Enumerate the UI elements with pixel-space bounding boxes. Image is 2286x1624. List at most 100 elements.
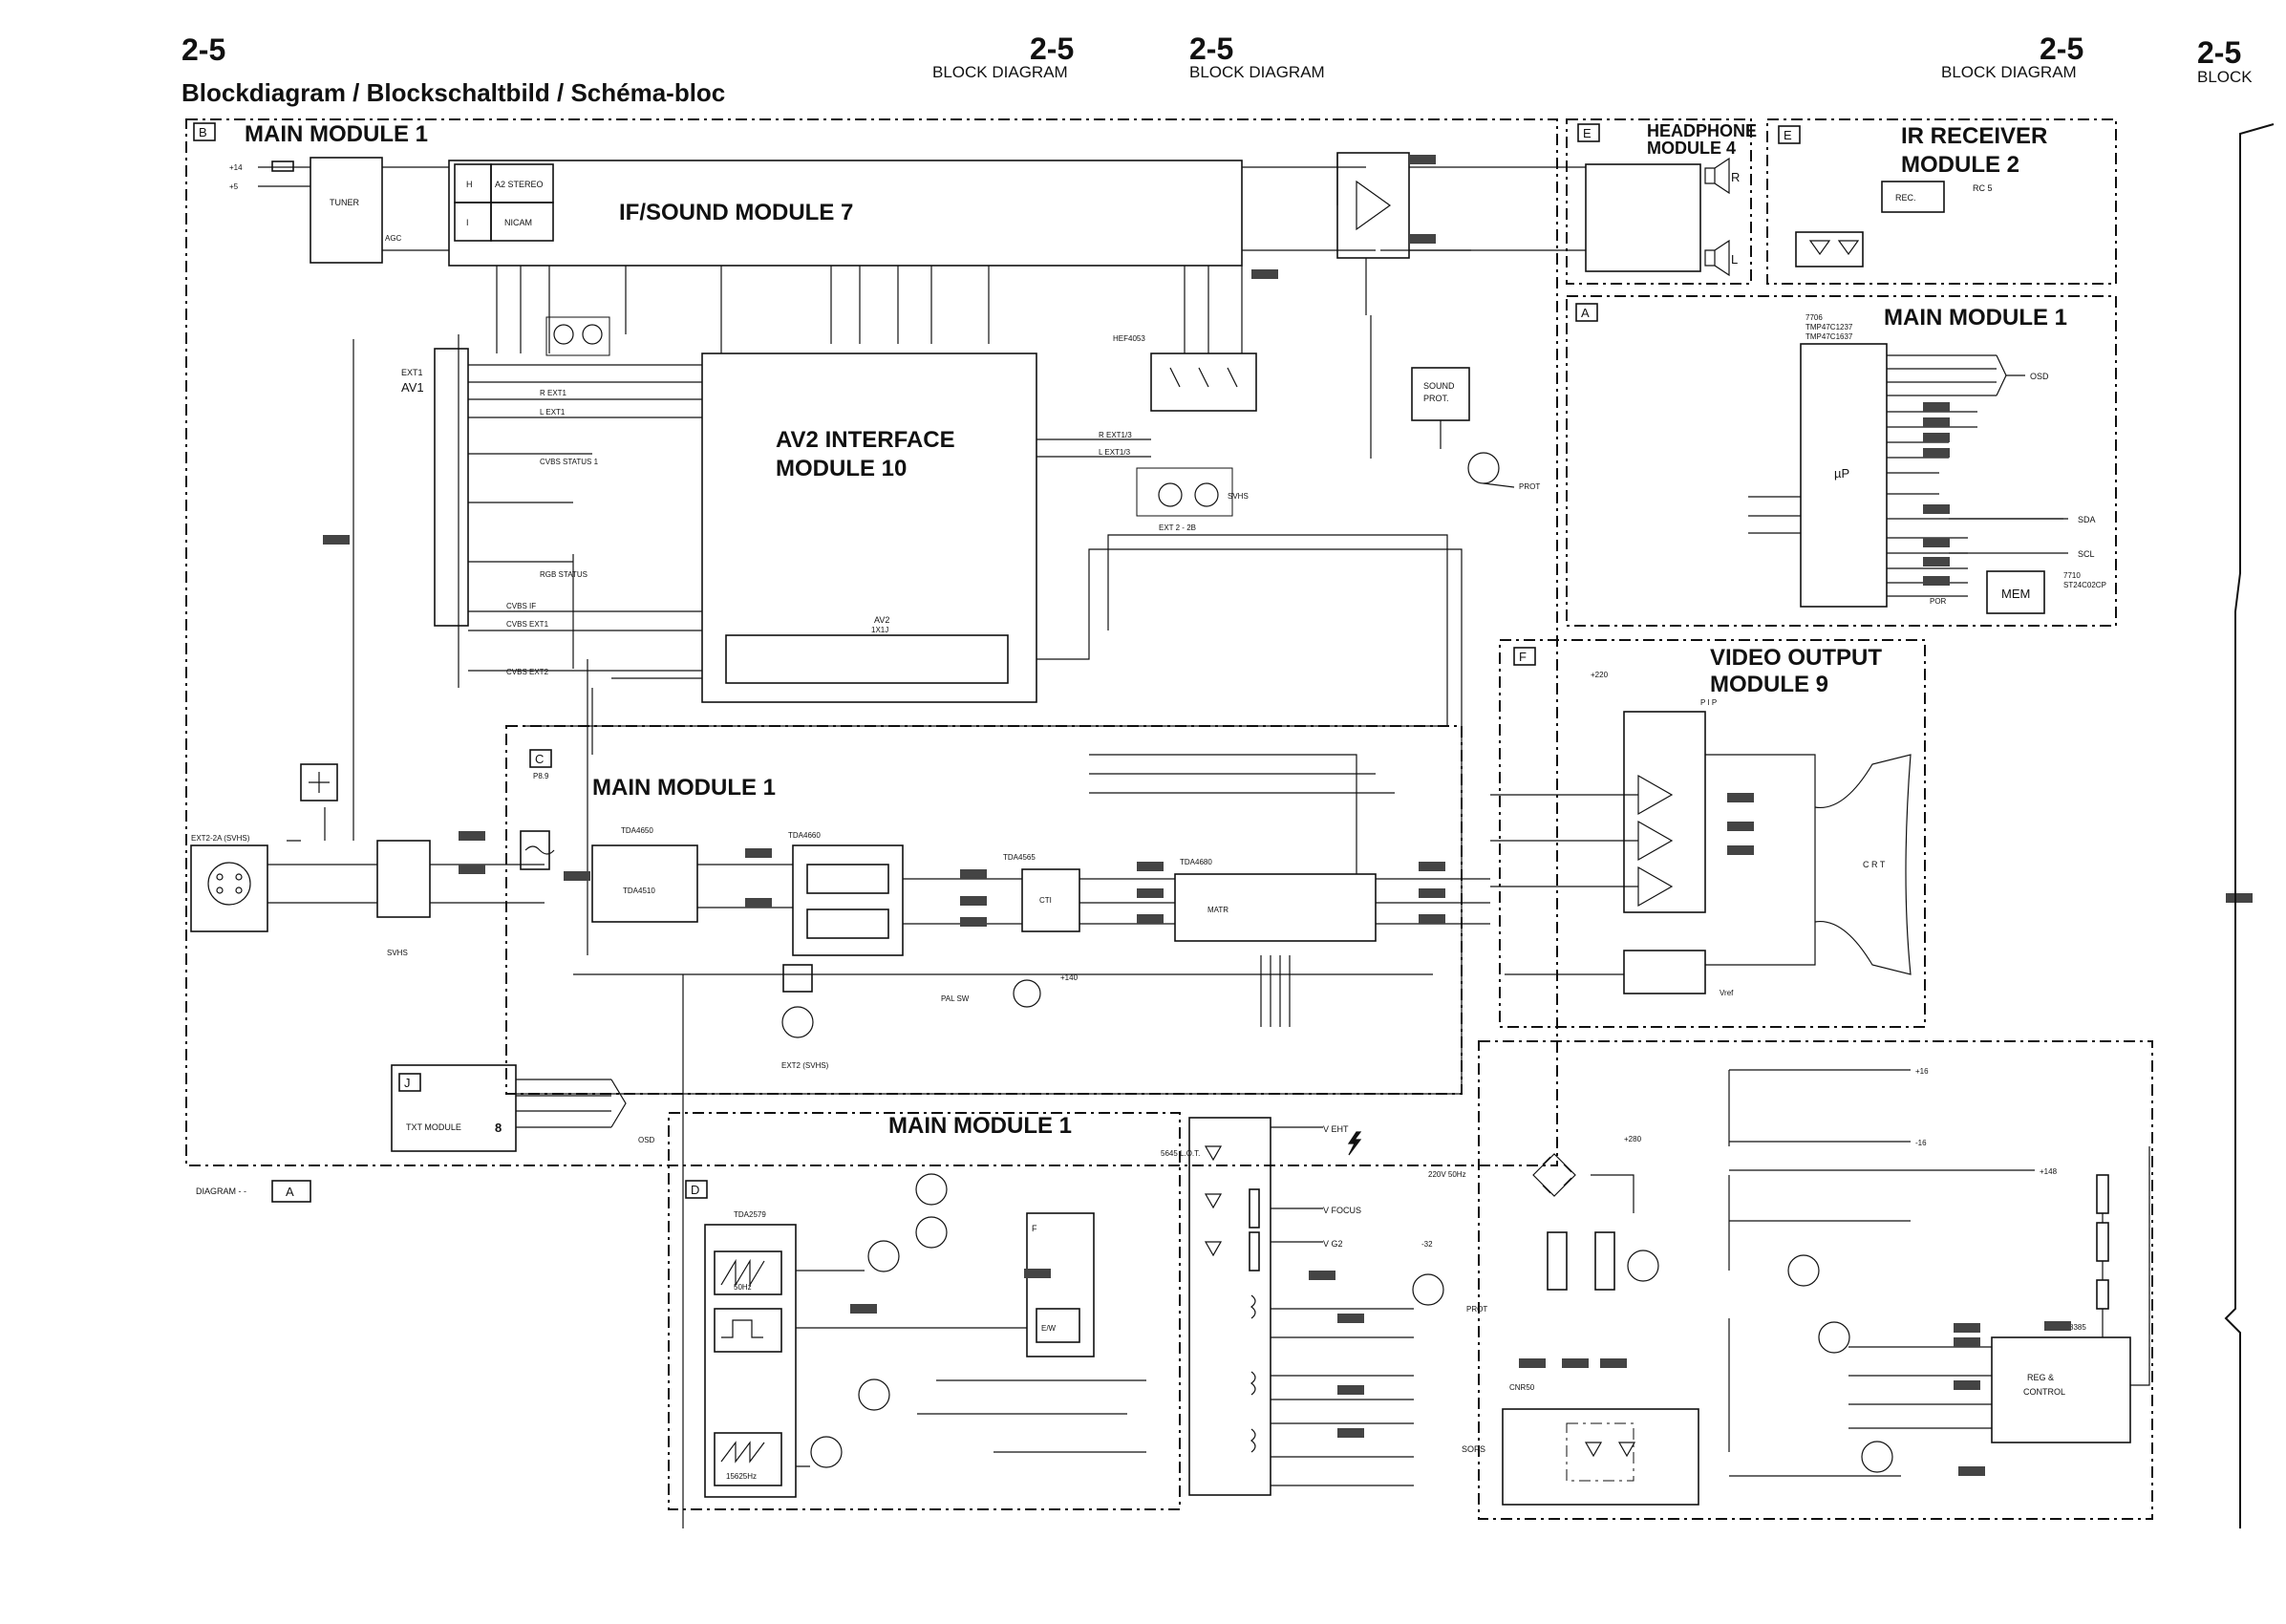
scl-label: SCL — [2078, 549, 2095, 559]
av1-ext-label: EXT1 — [401, 368, 423, 377]
module-b-title: MAIN MODULE 1 — [245, 121, 428, 147]
chip-tmp47c1237: TMP47C1237 — [1805, 323, 1853, 331]
module-b-letter: B — [199, 125, 207, 139]
page-number-left: 2-5 — [182, 32, 225, 67]
module-main-b: B MAIN MODULE 1 — [185, 118, 1558, 1166]
hz50-label: 50Hz — [734, 1283, 752, 1292]
ir-rec-label: REC. — [1895, 193, 1916, 203]
module-main-d: D MAIN MODULE 1 50Hz 15625Hz TDA2579 E/W… — [668, 1112, 1181, 1510]
veht-label: V EHT — [1323, 1124, 1349, 1134]
minus16-label: -16 — [1915, 1139, 1927, 1147]
sound-prot-1: SOUND — [1423, 381, 1455, 391]
tda4680-label: TDA4680 — [1180, 858, 1212, 866]
sda-label: SDA — [2078, 515, 2096, 524]
ir-title-2: MODULE 2 — [1901, 152, 2019, 178]
ext2-svhs-switch-label: SVHS — [387, 949, 408, 957]
chip-st24c02cp: ST24C02CP — [2063, 581, 2106, 589]
av2-interface-module: AV2 INTERFACE MODULE 10 AV2 1X1J R EXT1/… — [701, 353, 1151, 703]
tda2579-label: TDA2579 — [734, 1210, 766, 1219]
subtitle-center-b: BLOCK DIAGRAM — [1189, 63, 1325, 81]
subtitle-right: BLOCK DIAGRAM — [1941, 63, 2077, 81]
tuner-block: TUNER AGC +14 +5 — [229, 157, 449, 264]
chip-7706: 7706 — [1805, 313, 1823, 322]
tda4650-label: TDA4650 — [621, 826, 653, 835]
crt-label: C R T — [1863, 860, 1886, 869]
module-a-title: MAIN MODULE 1 — [1884, 305, 2067, 331]
module-d-title: MAIN MODULE 1 — [888, 1113, 1072, 1139]
osd-bottom-label: OSD — [638, 1136, 655, 1144]
headphone-title-2: MODULE 4 — [1647, 139, 1736, 158]
module-c-sub: P8.9 — [533, 772, 549, 780]
diagram-ref-box-letter: A — [286, 1185, 294, 1199]
lot-block: 5645 L.O.T. V EHT V FOCUS V G2 PROT -32 — [1161, 1117, 1487, 1496]
l-ext13-label: L EXT1/3 — [1099, 448, 1131, 457]
page-number-edge: 2-5 — [2197, 35, 2241, 70]
av2-title-2: MODULE 10 — [776, 456, 907, 481]
headphone-title-1: HEADPHONE — [1647, 121, 1757, 140]
svg-text:R: R — [1731, 170, 1740, 184]
ir-letter: E — [1784, 128, 1792, 142]
av2-title-1: AV2 INTERFACE — [776, 427, 955, 453]
if-a2-label: A2 STEREO — [495, 180, 544, 189]
vfocus-label: V FOCUS — [1323, 1206, 1361, 1215]
cnr50-label: CNR50 — [1509, 1383, 1535, 1392]
tuner-plus14: +14 — [229, 163, 243, 172]
plus140-label: +140 — [1060, 973, 1079, 982]
cti-label: CTI — [1039, 896, 1052, 905]
video-out-title-1: VIDEO OUTPUT — [1710, 645, 1882, 671]
module-d-letter: D — [691, 1183, 699, 1197]
osd-label: OSD — [2030, 372, 2049, 381]
reg-line2: CONTROL — [2023, 1387, 2065, 1397]
sops-label: SOPS — [1462, 1444, 1485, 1454]
module-headphone: E HEADPHONE MODULE 4 R L — [1566, 118, 1757, 285]
svhs-label: SVHS — [1228, 492, 1249, 501]
tuner-label: TUNER — [330, 198, 359, 207]
ext2a-svhs-connector: EXT2-2A (SVHS) SVHS — [190, 763, 545, 957]
txt-module: J TXT MODULE 8 OSD EXT2 (SVHS) — [391, 964, 829, 1152]
av2-conn-sub: 1X1J — [871, 626, 888, 634]
diagram-reference: DIAGRAM - - A — [196, 1180, 311, 1203]
hz15625-label: 15625Hz — [726, 1472, 757, 1481]
page-number-right: 2-5 — [2040, 32, 2083, 66]
headphone-letter: E — [1583, 126, 1592, 140]
l-ext1-label: L EXT1 — [540, 408, 566, 417]
rgb-status-label: RGB STATUS — [540, 570, 588, 579]
cvbs-ext1-label: CVBS EXT1 — [506, 620, 549, 629]
cvbs-if-label: CVBS IF — [506, 602, 536, 610]
component-tags — [323, 155, 2253, 1476]
plus16-label: +16 — [1915, 1067, 1929, 1076]
tda4565-label: TDA4565 — [1003, 853, 1036, 862]
page-number-center-a: 2-5 — [1030, 32, 1074, 66]
module-a-letter: A — [1581, 306, 1590, 320]
ew-letter: F — [1032, 1224, 1037, 1233]
vg2-label: V G2 — [1323, 1239, 1343, 1249]
chip-7710: 7710 — [2063, 571, 2081, 580]
if-sound-title: IF/SOUND MODULE 7 — [619, 200, 853, 225]
if-sound-module: H A2 STEREO I NICAM IF/SOUND MODULE 7 — [448, 160, 1471, 267]
por-label: POR — [1930, 597, 1947, 606]
ir-rc-label: RC 5 — [1973, 183, 1993, 193]
ext2-2b-label: EXT 2 - 2B — [1159, 524, 1196, 532]
microprocessor-label: µP — [1834, 466, 1849, 481]
av1-connector: EXT1 AV1 CVBS STATUS 1 RGB STATUS CVBS I… — [401, 316, 702, 676]
txt-number: 8 — [495, 1121, 502, 1135]
chip-tmp47c1637: TMP47C1637 — [1805, 332, 1853, 341]
ew-label: E/W — [1041, 1324, 1057, 1333]
microprocessor-box — [1800, 343, 1888, 608]
vref-label: Vref — [1720, 989, 1734, 997]
if-i-label: I — [466, 218, 469, 227]
sound-prot-output: PROT — [1519, 482, 1540, 491]
module-video-output: F VIDEO OUTPUT MODULE 9 +220 P I P C R T… — [1490, 639, 1926, 1028]
av1-label: AV1 — [401, 380, 424, 395]
ext2-switch-hef4053: HEF4053 EXT 2 - 2B SVHS — [1113, 334, 1257, 532]
pal-sw-label: PAL SW — [941, 994, 970, 1003]
txt-letter: J — [404, 1076, 411, 1090]
video-out-title-2: MODULE 9 — [1710, 672, 1828, 697]
matr-label: MATR — [1207, 906, 1228, 914]
plus148-label: +148 — [2040, 1167, 2058, 1176]
cvbs-ext2-label: CVBS EXT2 — [506, 668, 549, 676]
diagram-ref-text: DIAGRAM - - — [196, 1186, 246, 1196]
reg-line1: REG & — [2027, 1373, 2054, 1382]
module-main-a: A MAIN MODULE 1 7706 TMP47C1237 TMP47C16… — [1566, 295, 2117, 627]
subtitle-edge: BLOCK — [2197, 68, 2253, 86]
